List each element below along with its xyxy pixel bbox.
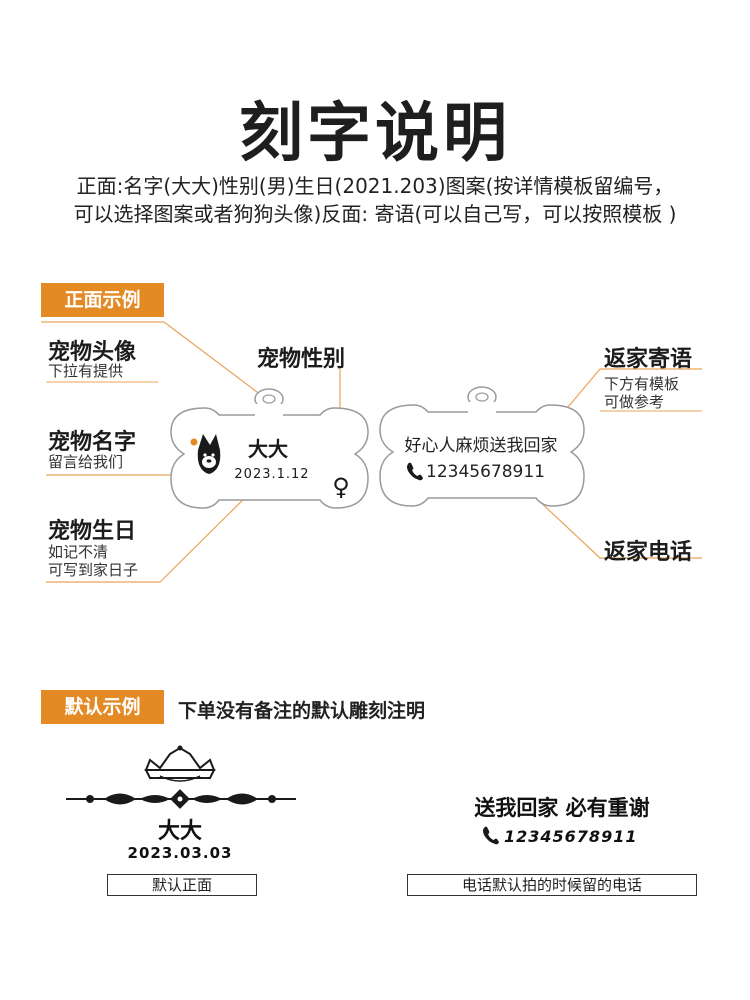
ornament-divider bbox=[66, 789, 296, 809]
label-name-sub: 留言给我们 bbox=[48, 453, 124, 471]
default-back-phone: 12345678911 bbox=[504, 827, 637, 846]
default-back-caption: 电话默认拍的时候留的电话 bbox=[407, 874, 697, 896]
label-phone-title: 返家电话 bbox=[604, 540, 693, 565]
label-birthday-title: 宠物生日 bbox=[48, 519, 137, 544]
leader-phone bbox=[519, 482, 702, 559]
label-message-sub1: 下方有模板 bbox=[604, 375, 680, 393]
phone-icon bbox=[407, 462, 423, 481]
label-avatar-sub: 下拉有提供 bbox=[48, 362, 124, 380]
leader-lines bbox=[41, 321, 702, 583]
label-message-title: 返家寄语 bbox=[604, 347, 693, 372]
tag-back-message: 好心人麻烦送我回家 bbox=[405, 436, 558, 456]
front-example-badge: 正面示例 bbox=[41, 283, 164, 317]
label-gender-title: 宠物性别 bbox=[257, 347, 346, 372]
dog-avatar-icon bbox=[190, 434, 221, 474]
bone-tag-back: 好心人麻烦送我回家 12345678911 bbox=[379, 386, 585, 507]
intro-line-1: 正面:名字(大大)性别(男)生日(2021.203)图案(按详情模板留编号， bbox=[76, 174, 674, 198]
label-message-sub2: 可做参考 bbox=[604, 393, 665, 411]
crown-icon bbox=[144, 745, 216, 782]
tag-front-name: 大大 bbox=[248, 437, 288, 461]
label-avatar-title: 宠物头像 bbox=[48, 340, 137, 365]
default-front-date: 2023.03.03 bbox=[128, 844, 233, 862]
label-name-title: 宠物名字 bbox=[48, 430, 137, 455]
leader-birthday bbox=[46, 477, 266, 583]
gender-symbol-icon: ♀ bbox=[332, 473, 350, 501]
tag-front-date: 2023.1.12 bbox=[234, 467, 309, 482]
default-front-name: 大大 bbox=[158, 819, 202, 844]
tag-back-phone: 12345678911 bbox=[426, 462, 545, 482]
label-birthday-sub1: 如记不清 bbox=[48, 543, 109, 561]
intro-line-2: 可以选择图案或者狗狗头像)反面: 寄语(可以自己写，可以按照模板 ) bbox=[73, 202, 677, 226]
default-phone-icon bbox=[483, 826, 499, 845]
default-note: 下单没有备注的默认雕刻注明 bbox=[178, 700, 426, 722]
default-example-badge: 默认示例 bbox=[41, 690, 164, 724]
label-birthday-sub2: 可写到家日子 bbox=[48, 561, 139, 579]
default-back-message: 送我回家 必有重谢 bbox=[474, 796, 649, 820]
default-front-caption: 默认正面 bbox=[107, 874, 257, 896]
page-title: 刻字说明 bbox=[239, 97, 511, 171]
bone-tag-front: 大大 2023.1.12 ♀ bbox=[170, 388, 369, 509]
leader-avatar bbox=[41, 321, 266, 399]
